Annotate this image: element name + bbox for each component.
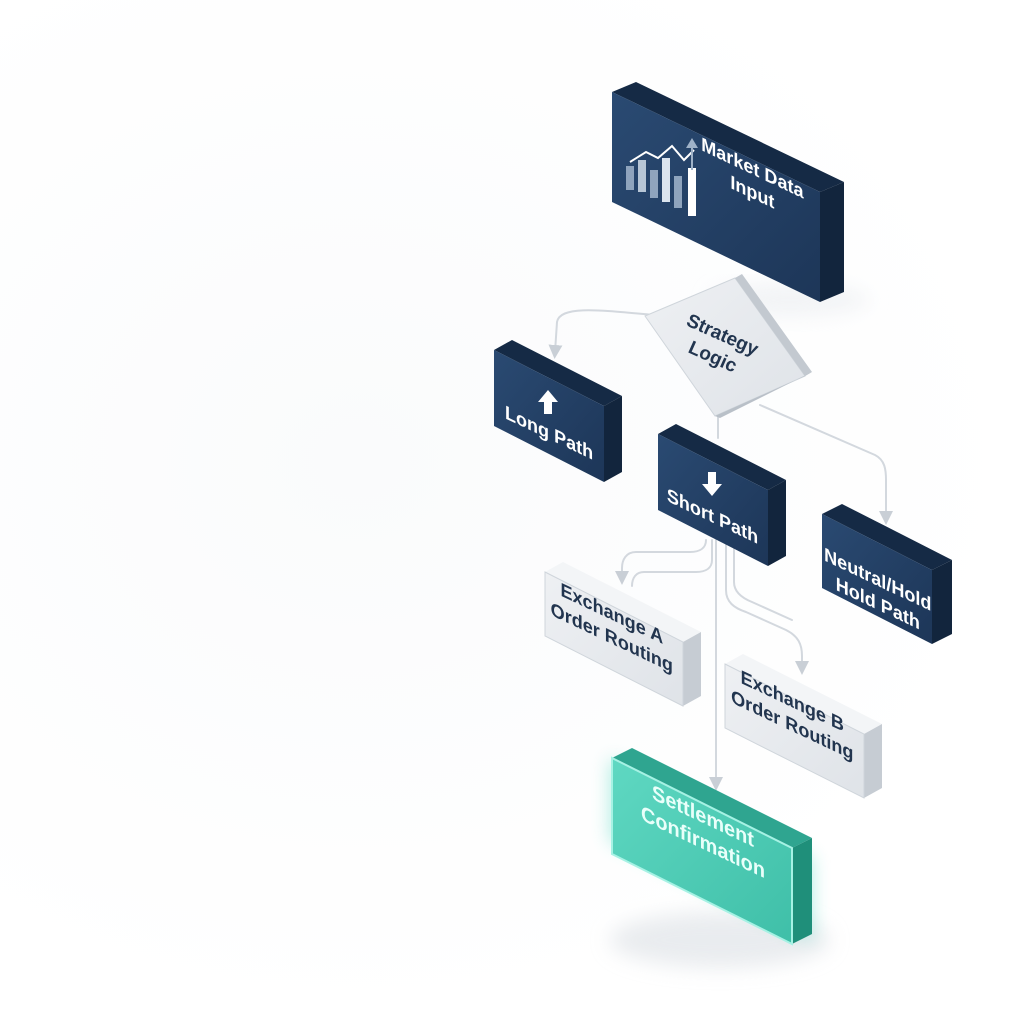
node-long-path[interactable]: Long Path — [494, 340, 622, 482]
arrow-up-icon — [538, 390, 558, 414]
connector-strategy-neutral — [759, 404, 893, 525]
node-exchange-b[interactable]: Exchange B Order Routing — [724, 654, 882, 799]
node-market-data: Market Data Input — [612, 82, 844, 302]
connector-short-exchange-a-2 — [631, 539, 713, 587]
bar-chart-icon — [626, 138, 698, 216]
connector-strategy-long — [548, 309, 655, 359]
node-short-path[interactable]: Short Path — [658, 424, 786, 566]
connector-short-exchange-b-2 — [733, 539, 793, 621]
arrow-down-icon — [702, 472, 722, 496]
node-strategy-logic: Strategy Logic — [644, 274, 812, 418]
node-exchange-a[interactable]: Exchange A Order Routing — [544, 562, 701, 707]
market-data-face — [612, 92, 820, 302]
market-data-side — [820, 182, 844, 302]
strategy-logic-bottom — [715, 372, 812, 418]
market-data-top — [612, 82, 844, 192]
connector-short-exchange-b — [725, 539, 809, 675]
strategy-logic-edge — [735, 274, 812, 376]
connectors — [548, 309, 893, 791]
node-neutral-hold[interactable]: Neutral/Hold Hold Path — [822, 504, 952, 644]
connector-short-exchange-a — [615, 539, 707, 585]
node-settlement[interactable]: Settlement Confirmation — [610, 748, 812, 946]
